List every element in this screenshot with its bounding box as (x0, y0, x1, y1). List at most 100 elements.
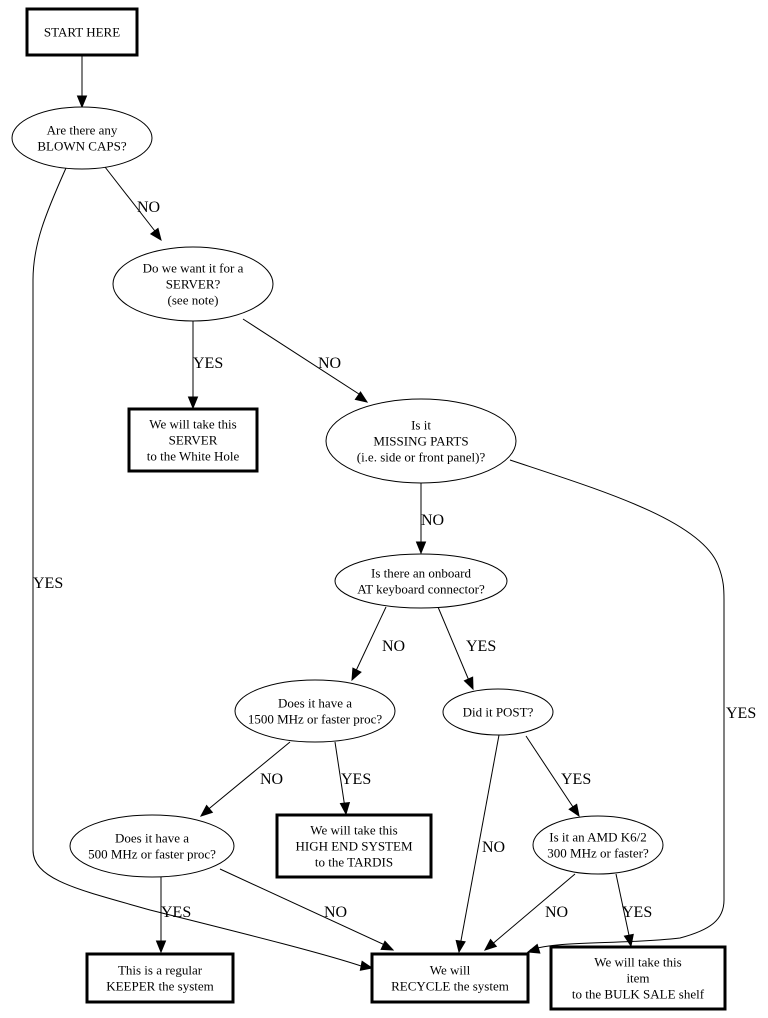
edge-missing_parts-to-at_keyboard (415, 483, 427, 555)
ellipse-shape (442, 688, 554, 736)
arrowhead-icon (351, 667, 362, 682)
box-shape (127, 407, 259, 473)
edge-line (242, 318, 363, 397)
node-text-line: Are there any (47, 123, 118, 138)
node-start: START HERE (25, 7, 139, 57)
edge-line (525, 735, 576, 811)
edge-line (204, 741, 291, 813)
node-text-line: Do we want it for a (143, 261, 244, 276)
edge-label: NO (318, 355, 341, 372)
arrowhead-icon (187, 396, 199, 410)
edge-proc_1500-to-tardis (334, 741, 351, 816)
node-text-line: START HERE (44, 25, 120, 40)
node-text-line: We will take this (149, 417, 236, 432)
arrowhead-icon (526, 943, 541, 954)
edge-amd_k62-to-bulk_sale (615, 873, 634, 948)
edge-label: YES (466, 638, 496, 655)
edge-line (437, 606, 471, 684)
node-text-line: MISSING PARTS (373, 434, 468, 449)
node-text-line: Is there an onboard (371, 566, 471, 581)
node-text-line: We will (430, 963, 471, 978)
box-shape (370, 952, 530, 1004)
node-text-line: KEEPER the system (106, 979, 214, 994)
node-text-line: AT keyboard connector? (357, 582, 485, 597)
arrowhead-icon (359, 960, 374, 971)
arrowhead-icon (455, 939, 466, 954)
node-text-line: (i.e. side or front panel)? (357, 450, 486, 465)
ellipse-shape (532, 815, 664, 875)
node-text-line: We will take this (310, 823, 397, 838)
node-text-line: 500 MHz or faster proc? (88, 847, 216, 862)
arrowhead-icon (568, 803, 580, 818)
node-text-line: We will take this (594, 955, 681, 970)
ellipse-shape (234, 679, 396, 743)
edge-label: NO (137, 199, 160, 216)
edge-label: NO (545, 904, 568, 921)
edge-label: YES (341, 771, 371, 788)
edge-post-to-amd_k62 (525, 735, 580, 818)
edge-line (459, 734, 500, 947)
edge-label: NO (482, 839, 505, 856)
arrowhead-icon (483, 938, 498, 951)
edge-amd_k62-to-recycle (483, 873, 576, 951)
node-text-line: SERVER? (166, 277, 221, 292)
node-text-line: This is a regular (118, 963, 203, 978)
node-text-line: item (626, 971, 649, 986)
arrowhead-icon (415, 541, 427, 555)
edge-proc_1500-to-proc_500 (199, 741, 291, 817)
edge-at_keyboard-to-proc_1500 (351, 606, 387, 682)
arrowhead-icon (354, 391, 369, 403)
edge-label: NO (382, 638, 405, 655)
edge-label: YES (561, 771, 591, 788)
ellipse-shape (112, 246, 274, 322)
node-text-line: RECYCLE the system (391, 979, 509, 994)
edge-label: YES (161, 904, 191, 921)
edge-proc_500-to-recycle (219, 868, 395, 951)
edge-line (353, 606, 387, 676)
node-text-line: to the TARDIS (315, 855, 393, 870)
node-text-line: BLOWN CAPS? (37, 139, 126, 154)
edge-blown_caps-to-recycle (32, 167, 374, 971)
edge-label: NO (324, 904, 347, 921)
edge-server_q-to-missing_parts (242, 318, 369, 403)
edge-label: NO (421, 512, 444, 529)
node-text-line: SERVER (169, 433, 218, 448)
ellipse-shape (11, 106, 153, 170)
edge-label: YES (726, 705, 756, 722)
edge-start-to-blown_caps (76, 55, 88, 109)
edge-at_keyboard-to-post (437, 606, 474, 691)
node-text-line: Is it (411, 418, 431, 433)
edge-label: NO (260, 771, 283, 788)
edges-layer (32, 55, 725, 971)
ellipse-shape (69, 814, 235, 878)
node-text-line: Did it POST? (463, 705, 534, 720)
arrowhead-icon (76, 95, 88, 109)
node-text-line: 300 MHz or faster? (547, 846, 649, 861)
edge-line (104, 166, 159, 236)
node-text-line: Does it have a (278, 696, 352, 711)
box-shape (85, 952, 235, 1004)
arrowhead-icon (155, 940, 167, 954)
edge-missing_parts-to-recycle (509, 459, 725, 954)
node-text-line: Does it have a (115, 831, 189, 846)
node-text-line: (see note) (168, 293, 219, 308)
arrowhead-icon (199, 804, 214, 817)
edge-proc_500-to-keeper (155, 877, 167, 954)
node-post: Did it POST? (442, 688, 554, 736)
edge-label: YES (193, 355, 223, 372)
arrowhead-icon (149, 227, 162, 242)
box-shape (275, 813, 433, 879)
arrowhead-icon (623, 933, 634, 948)
